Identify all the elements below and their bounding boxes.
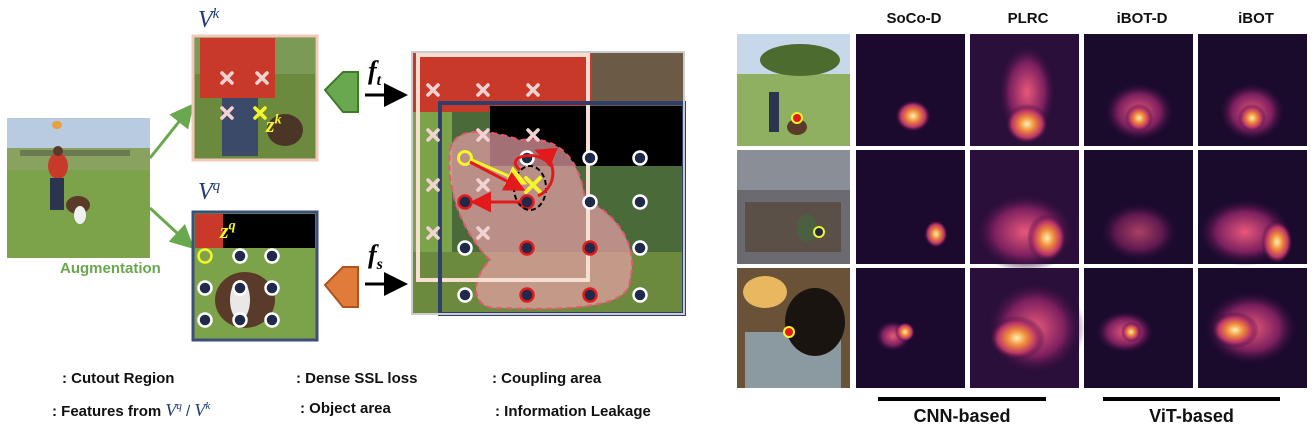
augmentation-label: Augmentation bbox=[60, 260, 161, 277]
row-3-map-ibot bbox=[1198, 268, 1307, 388]
z-q-label: zq bbox=[220, 218, 236, 244]
view-q-superscript: q bbox=[212, 178, 221, 194]
row-1-photo bbox=[737, 34, 850, 146]
view-q bbox=[191, 210, 319, 342]
f-s-subscript: s bbox=[376, 256, 383, 274]
row-2-map-plrc bbox=[970, 150, 1079, 272]
f-t-subscript: t bbox=[376, 72, 382, 90]
legend-vk-superscript: k bbox=[205, 400, 211, 412]
view-k-label: Vk bbox=[198, 6, 219, 34]
cnn-group-bar bbox=[878, 397, 1046, 401]
z-q-superscript: q bbox=[228, 218, 236, 234]
attention-map-grid bbox=[737, 34, 1307, 388]
row-3-map-soco-d bbox=[856, 268, 965, 388]
legend-coupling: : Coupling area bbox=[492, 370, 602, 387]
original-image bbox=[7, 118, 150, 258]
row-2-map-ibot bbox=[1197, 150, 1307, 266]
row-3-map-ibot-d bbox=[1084, 268, 1193, 388]
legend-vk-letter: V bbox=[194, 400, 206, 420]
row-2-photo bbox=[737, 150, 850, 264]
legend-features-vq: Vq bbox=[165, 400, 182, 420]
vit-group-bar bbox=[1103, 397, 1280, 401]
z-k-label: zk bbox=[266, 112, 282, 138]
view-k-superscript: k bbox=[212, 6, 220, 22]
cnn-group-label: CNN-based bbox=[913, 406, 1011, 426]
augmentation-arrow-up bbox=[148, 103, 194, 159]
teacher-encoder-icon bbox=[323, 71, 359, 113]
row-3-photo bbox=[737, 268, 850, 388]
row-3-map-plrc bbox=[970, 268, 1085, 388]
legend-features: : Features from Vq / Vk bbox=[52, 400, 210, 421]
legend-leakage: : Information Leakage bbox=[495, 403, 651, 420]
vit-group-label: ViT-based bbox=[1149, 406, 1234, 426]
view-k-letter: V bbox=[198, 7, 213, 33]
column-header-ibot: iBOT bbox=[1238, 10, 1274, 27]
f-t-letter: f bbox=[368, 56, 377, 85]
legend-object-area: : Object area bbox=[300, 400, 391, 417]
row-2-map-soco-d bbox=[856, 150, 965, 264]
row-1-map-ibot-d bbox=[1084, 34, 1193, 146]
legend-vq-superscript: q bbox=[176, 400, 182, 412]
legend-vq-letter: V bbox=[165, 400, 177, 420]
combined-feature-map bbox=[411, 51, 686, 316]
view-q-letter: V bbox=[198, 179, 213, 205]
row-1-map-ibot bbox=[1198, 34, 1307, 146]
view-q-label: Vq bbox=[198, 178, 220, 206]
column-header-plrc: PLRC bbox=[1007, 10, 1049, 27]
legend-features-text: : Features from bbox=[52, 403, 162, 420]
student-encoder-icon bbox=[323, 266, 359, 308]
z-q-letter: z bbox=[220, 218, 229, 243]
z-k-superscript: k bbox=[274, 112, 282, 128]
column-header-ibot-d: iBOT-D bbox=[1116, 10, 1168, 27]
column-header-soco-d: SoCo-D bbox=[886, 10, 942, 27]
z-k-letter: z bbox=[266, 112, 275, 137]
view-k bbox=[191, 34, 319, 162]
legend-dense-loss: : Dense SSL loss bbox=[296, 370, 418, 387]
f-s-letter: f bbox=[368, 240, 377, 269]
augmentation-arrow-down bbox=[148, 206, 195, 250]
f-t-label: ft bbox=[368, 56, 381, 90]
row-1-map-soco-d bbox=[856, 34, 965, 146]
legend-cutout: : Cutout Region bbox=[62, 370, 175, 387]
row-1-map-plrc bbox=[970, 34, 1079, 146]
legend-features-vk: Vk bbox=[194, 400, 210, 420]
row-2-map-ibot-d bbox=[1084, 150, 1193, 264]
method-diagram bbox=[7, 34, 686, 342]
legend-features-sep: / bbox=[186, 403, 191, 420]
f-s-label: fs bbox=[368, 240, 383, 274]
